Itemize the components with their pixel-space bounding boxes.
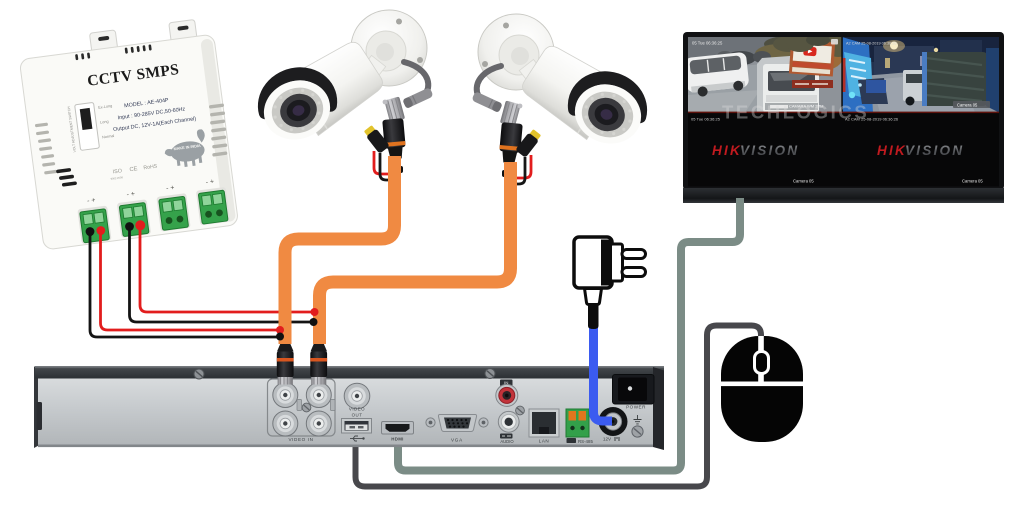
- svg-text:MODEL : AE-404P: MODEL : AE-404P: [124, 98, 170, 110]
- svg-text:Normal: Normal: [102, 134, 115, 140]
- svg-text:MAKE IN INDIA: MAKE IN INDIA: [173, 144, 201, 152]
- svg-text:HIK: HIK: [877, 143, 907, 158]
- svg-text:Long: Long: [100, 120, 109, 125]
- svg-text:- +: - +: [87, 197, 96, 205]
- svg-text:05 Tue 06:36:25: 05 Tue 06:36:25: [691, 117, 721, 122]
- svg-text:TECHLOGICS: TECHLOGICS: [722, 102, 869, 123]
- svg-text:VIDEO IN: VIDEO IN: [289, 437, 314, 442]
- svg-text:LAN: LAN: [539, 439, 549, 444]
- svg-text:Ex-Long: Ex-Long: [98, 104, 113, 110]
- svg-text:RoHS: RoHS: [143, 164, 158, 172]
- svg-text:Camera 05: Camera 05: [962, 179, 983, 184]
- svg-text:POWER: POWER: [626, 405, 646, 410]
- svg-text:RS-485: RS-485: [578, 439, 593, 444]
- svg-text:VISION: VISION: [740, 143, 799, 158]
- svg-text:VOLT ADJUSTMENT SWITCH: VOLT ADJUSTMENT SWITCH: [67, 106, 77, 153]
- svg-text:CAMARA WM 2PM: CAMARA WM 2PM: [789, 104, 823, 109]
- svg-text:Camera 05: Camera 05: [793, 179, 814, 184]
- svg-text:HIK: HIK: [712, 143, 742, 158]
- svg-text:AUDIO: AUDIO: [500, 439, 514, 444]
- svg-text:OUT: OUT: [352, 413, 363, 418]
- svg-text:CE: CE: [129, 166, 138, 173]
- svg-text:VGA: VGA: [451, 438, 463, 443]
- svg-text:A2 CAM 25-08-2019 06:36:26: A2 CAM 25-08-2019 06:36:26: [845, 117, 899, 122]
- svg-text:05 Tue 06:36:25: 05 Tue 06:36:25: [692, 41, 723, 46]
- svg-text:A2 CAM 25-08-2019 06:36:26: A2 CAM 25-08-2019 06:36:26: [846, 42, 896, 46]
- svg-text:IN: IN: [504, 381, 508, 386]
- svg-text:12V: 12V: [603, 437, 612, 442]
- svg-text:VISION: VISION: [905, 143, 964, 158]
- svg-text:ISO: ISO: [112, 168, 122, 175]
- svg-text:HDMI: HDMI: [391, 437, 403, 442]
- svg-text:Camera 05: Camera 05: [957, 103, 978, 108]
- svg-text:VIDEO: VIDEO: [349, 407, 365, 412]
- svg-text:9001:2008: 9001:2008: [110, 175, 123, 181]
